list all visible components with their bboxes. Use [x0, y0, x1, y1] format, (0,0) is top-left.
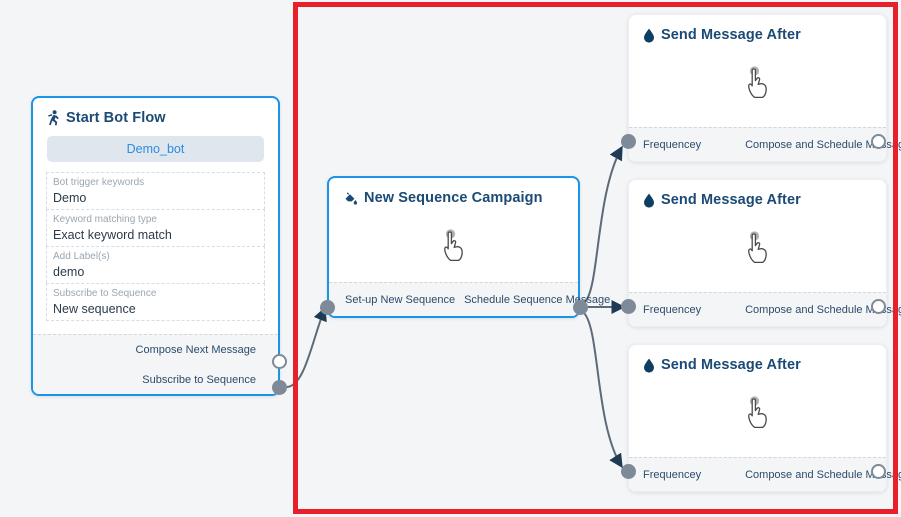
node-footer: Frequencey Compose and Schedule Message	[629, 127, 901, 161]
port-label-frequency: Frequencey	[643, 468, 702, 481]
port-label-frequency: Frequencey	[643, 138, 702, 151]
node-send-message-after-1[interactable]: Send Message After Frequencey Compose an…	[628, 14, 901, 162]
paint-pour-icon	[343, 191, 358, 206]
node-title: New Sequence Campaign	[364, 190, 543, 206]
field-value: New sequence	[53, 302, 136, 316]
node-footer: Set-up New Sequence Schedule Sequence Me…	[329, 282, 610, 316]
port-label: Compose Next Message	[135, 344, 256, 356]
node-body	[629, 216, 886, 278]
field-value: demo	[53, 265, 85, 279]
port-label-compose-and-schedule-message: Compose and Schedule Message	[745, 468, 901, 481]
port-compose-and-schedule-message-out-3[interactable]	[871, 464, 886, 479]
node-title: Send Message After	[661, 357, 801, 373]
port-frequency-in-3[interactable]	[621, 464, 636, 479]
field-label: Add Label(s)	[53, 251, 110, 262]
field-value: Exact keyword match	[53, 228, 172, 242]
port-label-compose-and-schedule-message: Compose and Schedule Message	[745, 303, 901, 316]
port-compose-and-schedule-message-out-2[interactable]	[871, 299, 886, 314]
node-header: Send Message After	[629, 345, 886, 381]
port-label-setup-new-sequence: Set-up New Sequence	[345, 293, 456, 306]
node-title: Start Bot Flow	[66, 110, 166, 126]
field-row[interactable]: Add Label(s) demo	[46, 246, 265, 283]
port-compose-and-schedule-message-out-1[interactable]	[871, 134, 886, 149]
node-title: Send Message After	[661, 192, 801, 208]
port-label: Subscribe to Sequence	[142, 374, 256, 386]
node-header: New Sequence Campaign	[329, 178, 578, 214]
field-row[interactable]: Keyword matching type Exact keyword matc…	[46, 209, 265, 246]
node-footer: Compose Next Message Subscribe to Sequen…	[33, 334, 278, 394]
water-drop-icon	[643, 358, 655, 373]
node-header: Start Bot Flow	[33, 98, 278, 134]
node-header: Send Message After	[629, 180, 886, 216]
port-frequency-in-1[interactable]	[621, 134, 636, 149]
bot-chip[interactable]: Demo_bot	[47, 136, 264, 162]
water-drop-icon	[643, 28, 655, 43]
hand-cursor-icon	[432, 223, 476, 267]
field-list: Bot trigger keywords Demo Keyword matchi…	[46, 172, 265, 321]
hand-cursor-icon	[736, 60, 780, 104]
field-label: Subscribe to Sequence	[53, 288, 157, 299]
port-subscribe-to-sequence[interactable]	[272, 380, 287, 395]
port-setup-new-sequence-in[interactable]	[320, 300, 335, 315]
port-label-frequency: Frequencey	[643, 303, 702, 316]
field-value: Demo	[53, 191, 87, 205]
node-footer: Frequencey Compose and Schedule Message	[629, 457, 901, 491]
hand-cursor-icon	[736, 390, 780, 434]
node-new-sequence-campaign[interactable]: New Sequence Campaign Set-up New Sequenc…	[327, 176, 610, 318]
node-start-bot-flow[interactable]: Start Bot Flow Demo_bot Bot trigger keyw…	[31, 96, 280, 396]
field-row[interactable]: Bot trigger keywords Demo	[46, 172, 265, 209]
node-body	[329, 214, 578, 276]
port-schedule-sequence-message-out[interactable]	[573, 300, 588, 315]
field-label: Keyword matching type	[53, 214, 157, 225]
node-send-message-after-2[interactable]: Send Message After Frequencey Compose an…	[628, 179, 901, 327]
hand-cursor-icon	[736, 225, 780, 269]
port-compose-next-message[interactable]	[272, 354, 287, 369]
port-label-schedule-sequence-message: Schedule Sequence Message	[464, 293, 611, 306]
node-header: Send Message After	[629, 15, 886, 51]
port-row-subscribe-to-sequence[interactable]: Subscribe to Sequence	[33, 365, 278, 395]
node-body	[629, 51, 886, 113]
field-label: Bot trigger keywords	[53, 177, 145, 188]
field-row[interactable]: Subscribe to Sequence New sequence	[46, 283, 265, 321]
port-frequency-in-2[interactable]	[621, 299, 636, 314]
node-footer: Frequencey Compose and Schedule Message	[629, 292, 901, 326]
node-send-message-after-3[interactable]: Send Message After Frequencey Compose an…	[628, 344, 901, 492]
port-label-compose-and-schedule-message: Compose and Schedule Message	[745, 138, 901, 151]
port-row-compose-next-message[interactable]: Compose Next Message	[33, 335, 278, 365]
water-drop-icon	[643, 193, 655, 208]
node-body	[629, 381, 886, 443]
node-title: Send Message After	[661, 27, 801, 43]
running-person-icon	[47, 110, 60, 126]
